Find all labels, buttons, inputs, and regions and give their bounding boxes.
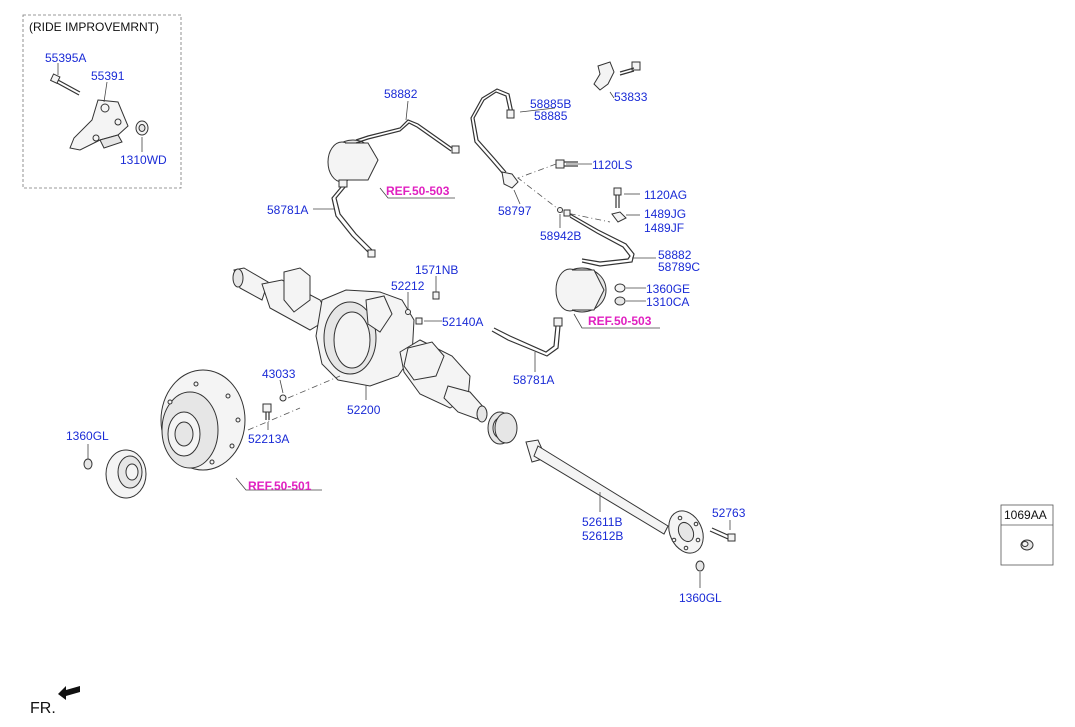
label-52763[interactable]: 52763 xyxy=(712,506,746,520)
center-hose-assembly: 58885B 58885 53833 1120LS 58797 58942B xyxy=(470,61,648,243)
label-58781A-left[interactable]: 58781A xyxy=(267,203,308,217)
label-1571NB[interactable]: 1571NB xyxy=(415,263,458,277)
label-58882-top[interactable]: 58882 xyxy=(384,87,418,101)
ref-brake-left[interactable]: REF.50-503 xyxy=(386,184,450,198)
part-box-1069AA: 1069AA xyxy=(1000,504,1054,566)
hub-drum-assembly: 43033 52213A 1360GL REF.50-501 xyxy=(66,367,341,499)
label-43033[interactable]: 43033 xyxy=(262,367,296,381)
left-brake-assembly: 58882 58781A REF.50-503 xyxy=(267,87,460,258)
label-52611B[interactable]: 52611B xyxy=(582,515,622,529)
label-55395A[interactable]: 55395A xyxy=(45,51,86,65)
group-box-title: (RIDE IMPROVEMRNT) xyxy=(29,20,159,34)
label-53833[interactable]: 53833 xyxy=(614,90,648,104)
front-arrow-icon xyxy=(58,686,80,700)
ride-improvement-group: (RIDE IMPROVEMRNT) 55395A 55391 1310WD xyxy=(22,14,182,189)
label-55391[interactable]: 55391 xyxy=(91,69,125,83)
ref-hub[interactable]: REF.50-501 xyxy=(248,479,312,493)
label-1310WD[interactable]: 1310WD xyxy=(120,153,167,167)
label-52200[interactable]: 52200 xyxy=(347,403,381,417)
label-1360GE[interactable]: 1360GE xyxy=(646,282,690,296)
label-58797[interactable]: 58797 xyxy=(498,204,532,218)
label-1489JF[interactable]: 1489JF xyxy=(644,221,684,235)
axle-shaft-52611B: 52611B 52612B 52763 1360GL xyxy=(525,439,746,605)
bracket-55391-drawing xyxy=(69,99,129,151)
label-52212[interactable]: 52212 xyxy=(391,279,425,293)
label-58781A-right[interactable]: 58781A xyxy=(513,373,554,387)
label-58885B[interactable]: 58885B xyxy=(530,97,571,111)
front-indicator: FR. xyxy=(30,686,80,717)
label-1360GL-left[interactable]: 1360GL xyxy=(66,429,109,443)
bearing-seal xyxy=(487,411,518,445)
axle-housing-52200: 1571NB 52212 52140A 52200 xyxy=(232,263,488,423)
label-58789C[interactable]: 58789C xyxy=(658,260,700,274)
label-58942B[interactable]: 58942B xyxy=(540,229,581,243)
label-1360GL-right[interactable]: 1360GL xyxy=(679,591,722,605)
label-58885[interactable]: 58885 xyxy=(534,109,568,123)
label-1310CA[interactable]: 1310CA xyxy=(646,295,689,309)
label-1120AG[interactable]: 1120AG xyxy=(644,188,687,202)
label-1489JG[interactable]: 1489JG xyxy=(644,207,686,221)
label-58882-right[interactable]: 58882 xyxy=(658,248,692,262)
ref-brake-right[interactable]: REF.50-503 xyxy=(588,314,652,328)
label-52213A[interactable]: 52213A xyxy=(248,432,289,446)
nut-1310WD-drawing xyxy=(135,120,149,136)
label-1120LS[interactable]: 1120LS xyxy=(592,158,632,172)
label-1069AA[interactable]: 1069AA xyxy=(1004,508,1047,522)
label-52140A[interactable]: 52140A xyxy=(442,315,483,329)
front-label: FR. xyxy=(30,700,56,717)
right-brake-assembly: 1120AG 1489JG 1489JF 58882 58789C 1360GE… xyxy=(491,187,700,387)
label-52612B[interactable]: 52612B xyxy=(582,529,623,543)
bolt-55395A-drawing xyxy=(49,73,81,96)
